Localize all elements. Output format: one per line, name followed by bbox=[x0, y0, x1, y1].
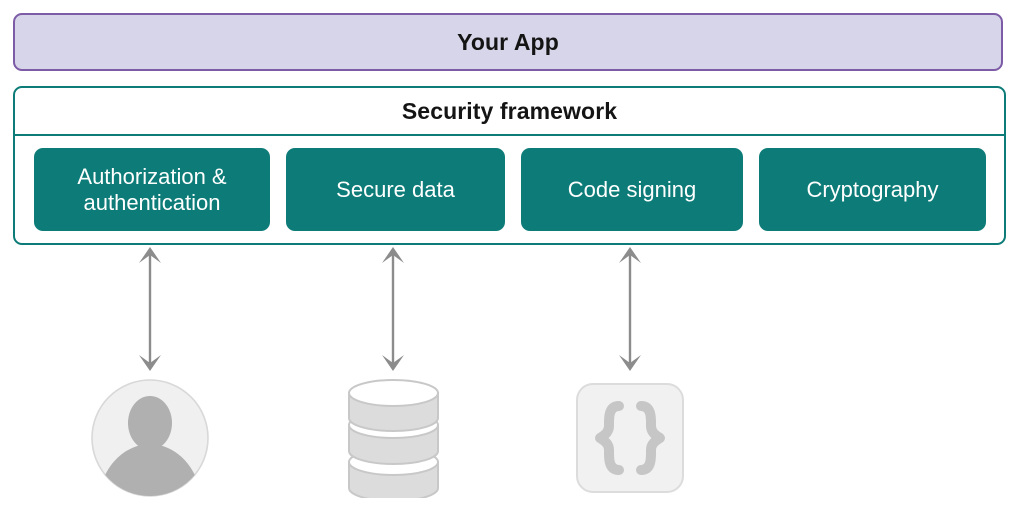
pill-label: Secure data bbox=[336, 176, 455, 202]
pill-code-signing[interactable]: Code signing bbox=[521, 148, 743, 231]
pill-label: Authorization & authentication bbox=[77, 163, 227, 215]
security-capability-list: Authorization & authentication Secure da… bbox=[15, 136, 1004, 243]
user-avatar-node bbox=[91, 378, 209, 498]
double-headed-arrow-icon bbox=[382, 247, 404, 371]
pill-cryptography[interactable]: Cryptography bbox=[759, 148, 986, 231]
database-node bbox=[345, 378, 442, 498]
pill-secure-data[interactable]: Secure data bbox=[286, 148, 505, 231]
pill-label: Code signing bbox=[567, 176, 697, 202]
security-framework-title: Security framework bbox=[401, 97, 618, 124]
your-app-banner: Your App bbox=[13, 13, 1003, 71]
arrow-code-signing bbox=[617, 245, 643, 373]
arrow-authorization bbox=[137, 245, 163, 373]
code-braces-icon bbox=[576, 383, 684, 493]
pill-label: Cryptography bbox=[806, 176, 939, 202]
user-avatar-icon bbox=[91, 379, 209, 497]
pill-authorization-authentication[interactable]: Authorization & authentication bbox=[34, 148, 270, 231]
double-headed-arrow-icon bbox=[619, 247, 641, 371]
double-headed-arrow-icon bbox=[139, 247, 161, 371]
arrow-secure-data bbox=[380, 245, 406, 373]
your-app-title: Your App bbox=[457, 28, 559, 55]
code-braces-node bbox=[575, 378, 685, 498]
database-icon bbox=[348, 379, 439, 498]
security-framework-panel: Security framework Authorization & authe… bbox=[13, 86, 1006, 245]
security-framework-title-row: Security framework bbox=[15, 88, 1004, 136]
